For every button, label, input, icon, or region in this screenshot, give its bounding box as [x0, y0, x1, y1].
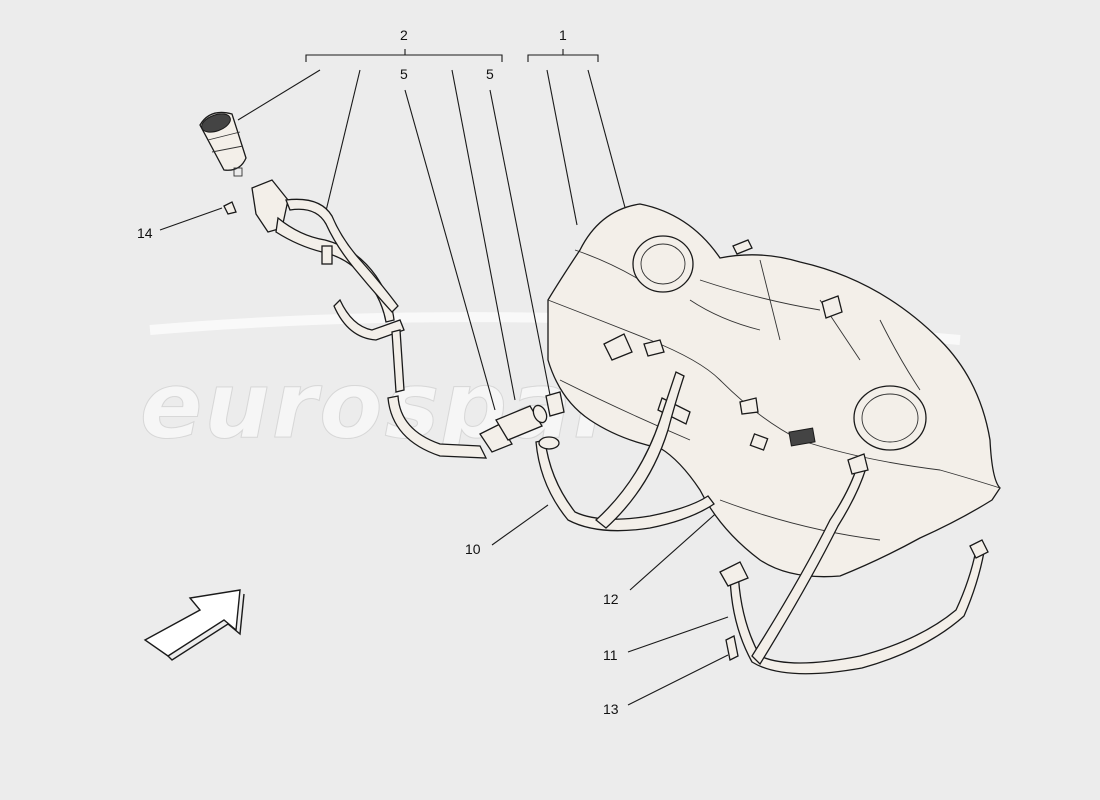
group-bracket-2 [305, 49, 503, 62]
filler-neck-pipe [251, 179, 488, 459]
hose-clamps [479, 391, 565, 453]
callout-13: 13 [603, 701, 619, 717]
strap-10 [535, 371, 715, 532]
callout-11: 11 [603, 647, 618, 663]
fuel-tank [547, 203, 1001, 578]
callout-12: 12 [603, 591, 619, 607]
bolt-13 [725, 635, 739, 661]
callout-2: 2 [400, 27, 408, 43]
strap-11 [719, 397, 989, 675]
callout-5-left: 5 [400, 66, 408, 82]
callout-10: 10 [465, 541, 481, 557]
callout-1: 1 [559, 27, 567, 43]
group-bracket-1 [527, 49, 599, 62]
callout-5-right: 5 [486, 66, 494, 82]
screw-14 [223, 201, 237, 215]
direction-arrow [143, 589, 245, 661]
filler-cap [199, 111, 247, 177]
callout-14: 14 [137, 225, 153, 241]
